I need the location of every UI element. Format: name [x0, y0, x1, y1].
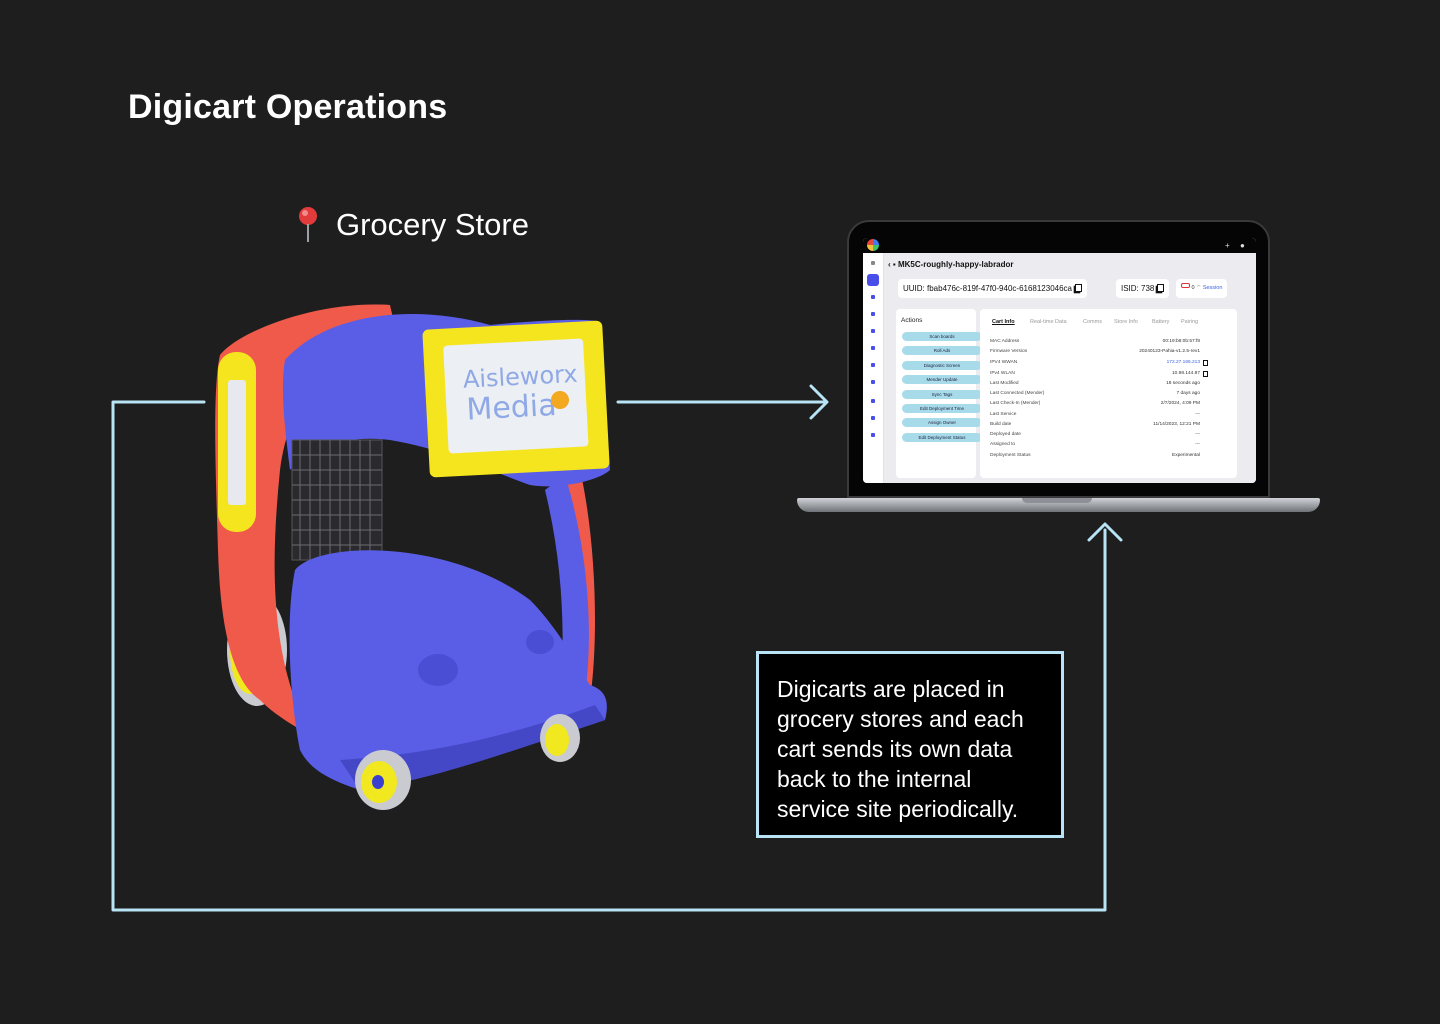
actions-panel: Actions Scan boards Roll Ads Diagnostic … — [896, 309, 982, 478]
wifi-icon: ⌔ — [1196, 285, 1202, 291]
edit-deployment-time-button[interactable]: Edit Deployment Time — [902, 404, 982, 413]
status-chip[interactable]: 0 ⌔ Session — [1176, 279, 1228, 298]
nav-icon-6[interactable] — [871, 363, 875, 367]
diagnostic-screen-button[interactable]: Diagnostic Screen — [902, 361, 982, 370]
expand-icon[interactable] — [871, 433, 875, 437]
user-icon[interactable]: ● — [1240, 241, 1245, 250]
sync-tags-button[interactable]: Sync Tags — [902, 390, 982, 399]
info-row: Last Service--- — [990, 412, 1200, 417]
sign-line2: Media — [466, 388, 558, 428]
sign-line1: Aisleworx — [462, 360, 578, 394]
mender-update-button[interactable]: Mender Update — [902, 375, 982, 384]
toggle-icon[interactable] — [1181, 283, 1190, 288]
menu-icon[interactable] — [871, 261, 875, 265]
cart-icon: ▪ — [892, 260, 898, 269]
up-arrow-head — [1087, 522, 1123, 542]
nav-icon-7[interactable] — [871, 380, 875, 384]
cart-nav-icon[interactable] — [867, 274, 879, 286]
info-row: Last Connected (Mender)7 days ago — [990, 391, 1200, 396]
map-pin-icon — [299, 207, 317, 242]
tab-cart-info[interactable]: Cart Info — [992, 319, 1015, 325]
cart-info-panel: Cart Info Real-time Data Comms Store Inf… — [980, 309, 1237, 478]
app-content: ‹ ▪ MK5C-roughly-happy-labrador UUID: fb… — [884, 253, 1256, 483]
tab-real-time-data[interactable]: Real-time Data — [1030, 319, 1067, 325]
laptop-notch — [1022, 498, 1092, 503]
uuid-chip[interactable]: UUID: fbab476c-819f-47f0-940c-6168123046… — [898, 279, 1088, 298]
app-logo-icon — [867, 239, 879, 251]
back-chevron-icon[interactable]: ‹ — [888, 260, 893, 269]
wifi-nav-icon[interactable] — [871, 416, 875, 420]
nav-icon-5[interactable] — [871, 346, 875, 350]
info-row: Deployed date--- — [990, 432, 1200, 437]
play-logo-icon — [551, 391, 569, 409]
tab-pairing[interactable]: Pairing — [1181, 319, 1199, 325]
copy-icon[interactable] — [1203, 371, 1208, 377]
digicart-illustration: Aisleworx Media — [215, 304, 610, 810]
actions-heading: Actions — [901, 317, 923, 324]
info-row: Assigned to--- — [990, 442, 1200, 447]
nav-icon-2[interactable] — [871, 295, 875, 299]
service-site-screen: + ● ‹ ▪ MK5C-roughly-happy-labrador UUID… — [863, 238, 1256, 483]
front-wheel-left — [355, 750, 411, 810]
scan-boards-button[interactable]: Scan boards — [902, 332, 982, 341]
copy-icon[interactable] — [1075, 284, 1083, 292]
feedback-loop-line — [111, 400, 1107, 912]
laptop-base — [797, 498, 1320, 512]
app-sidebar — [863, 253, 884, 483]
tab-battery[interactable]: Battery — [1152, 319, 1170, 325]
tab-store-info[interactable]: Store Info — [1114, 319, 1138, 325]
location-text: Grocery Store — [336, 207, 529, 242]
copy-icon[interactable] — [1157, 284, 1165, 292]
page-title: Digicart Operations — [128, 88, 448, 126]
nav-icon-3[interactable] — [871, 312, 875, 316]
app-topbar: + ● — [863, 238, 1256, 253]
info-row: Last Check-In (Mender)2/7/2024, 4:09 PM — [990, 401, 1200, 406]
explanation-callout: Digicarts are placed in grocery stores a… — [756, 651, 1064, 838]
isid-chip[interactable]: ISID: 738 — [1116, 279, 1170, 298]
edit-deployment-status-button[interactable]: Edit Deployment Status — [902, 433, 982, 442]
add-icon[interactable]: + — [1225, 241, 1230, 250]
session-link[interactable]: Session — [1202, 285, 1223, 291]
copy-icon[interactable] — [1203, 360, 1208, 366]
nav-icon-4[interactable] — [871, 329, 875, 333]
front-wheel-right — [540, 714, 580, 762]
location-label: Grocery Store — [294, 206, 529, 244]
cart-title: ‹ ▪ MK5C-roughly-happy-labrador — [888, 260, 1014, 269]
right-arrow-head — [809, 384, 829, 420]
nav-icon-8[interactable] — [871, 399, 875, 403]
assign-owner-button[interactable]: Assign Owner — [902, 418, 982, 427]
roll-ads-button[interactable]: Roll Ads — [902, 346, 982, 355]
tab-comms[interactable]: Comms — [1083, 319, 1102, 325]
ipv4-wwan-link[interactable]: 172.27.165.213 — [1166, 360, 1200, 365]
